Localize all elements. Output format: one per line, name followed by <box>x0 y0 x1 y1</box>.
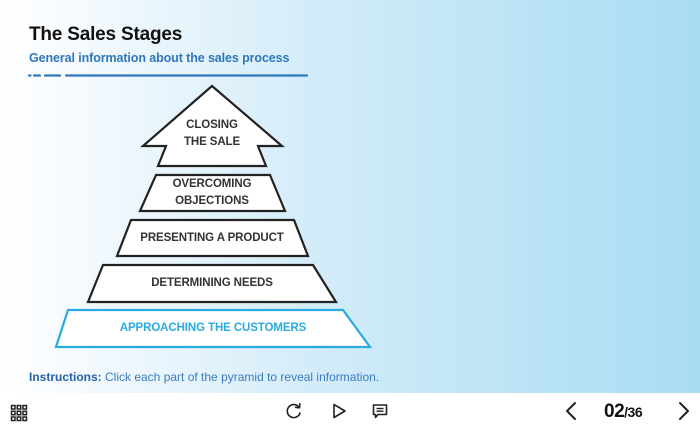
sales-pyramid <box>54 84 373 349</box>
player-toolbar: 02/36 <box>0 393 700 430</box>
tier-overcoming-objections[interactable] <box>138 173 287 213</box>
tier-determining-needs[interactable] <box>86 263 338 304</box>
tier-approaching-the-customers[interactable] <box>54 308 373 349</box>
previous-slide-button[interactable] <box>561 400 581 422</box>
instructions-body: Click each part of the pyramid to reveal… <box>101 370 380 384</box>
page-subtitle: General information about the sales proc… <box>29 51 290 65</box>
total-pages: /36 <box>624 404 643 420</box>
notes-button[interactable] <box>369 400 391 422</box>
chevron-left-icon <box>566 402 576 420</box>
chevron-right-icon <box>679 402 689 420</box>
slide-stage: The Sales Stages General information abo… <box>0 0 700 393</box>
title-underline-decoration <box>27 74 309 77</box>
replay-icon <box>286 403 301 419</box>
tier-presenting-a-product[interactable] <box>115 218 310 258</box>
instructions-label: Instructions: <box>29 370 102 384</box>
next-slide-button[interactable] <box>674 400 694 422</box>
tier-closing-the-sale[interactable] <box>140 84 285 168</box>
instructions-text: Instructions: Click each part of the pyr… <box>29 370 379 384</box>
current-page: 02 <box>604 401 625 422</box>
page-counter: 02/36 <box>604 401 643 423</box>
menu-button[interactable] <box>8 402 30 424</box>
replay-button[interactable] <box>283 400 305 422</box>
page-title: The Sales Stages <box>29 24 183 45</box>
play-icon <box>333 403 346 419</box>
play-button[interactable] <box>328 400 350 422</box>
comment-icon <box>372 404 388 419</box>
grid-icon <box>10 404 28 422</box>
